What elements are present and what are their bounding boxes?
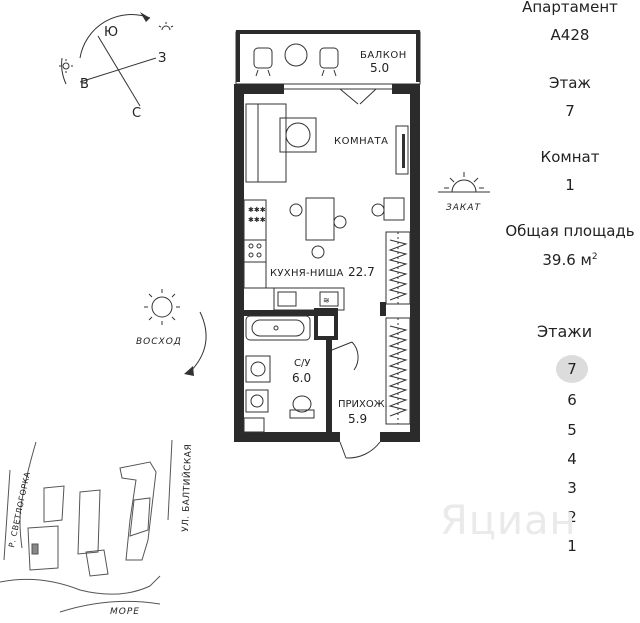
bath-area: 6.0	[292, 371, 311, 385]
tv-unit	[395, 125, 409, 175]
floors-title: Этажи	[537, 322, 593, 341]
wall-bath-right	[326, 338, 332, 432]
balcony-area: 5.0	[370, 61, 389, 75]
sunrise-marker: ВОСХОД	[136, 289, 207, 376]
wall-right	[410, 84, 420, 442]
area-unit-sup: 2	[591, 252, 598, 262]
sunrise-icon	[144, 289, 180, 325]
hall-label: ПРИХОЖ.	[338, 399, 388, 410]
watermark: Яциан	[440, 498, 577, 544]
wardrobe	[385, 231, 411, 425]
desk-icon	[371, 197, 405, 221]
floor-button-5[interactable]: 5	[567, 421, 577, 439]
sunrise-label: ВОСХОД	[136, 337, 182, 347]
wall-bottom-left	[234, 432, 340, 442]
rooms-label: Комнат	[540, 148, 600, 166]
area-label: Общая площадь	[505, 222, 635, 240]
wall-top-left	[234, 84, 284, 94]
wall-bath-top	[244, 310, 336, 316]
kitchen-counter: ✱✱✱ ✱✱✱ ≋	[243, 199, 345, 311]
apartment-value: A428	[550, 26, 590, 44]
floor-plan-drawing: Ю З В С ЗАКАТ	[0, 12, 490, 617]
wall-top-right	[392, 84, 420, 94]
bath-label: С/У	[294, 358, 310, 369]
apartment-plan: БАЛКОН 5.0 КОМНАТА	[234, 30, 421, 459]
compass-west: З	[158, 51, 166, 66]
apartment-label: Апартамент	[522, 0, 618, 16]
wall-bottom-right	[380, 432, 420, 442]
kitchen-label: КУХНЯ-НИША	[270, 268, 344, 279]
balcony-furniture-icon	[253, 43, 339, 77]
area-value: 39.6 м2	[500, 251, 640, 269]
floor-button-6[interactable]: 6	[567, 391, 577, 409]
wall-left	[234, 84, 244, 442]
rooms-value: 1	[565, 176, 575, 194]
map-sea-label: МОРЕ	[110, 607, 140, 617]
compass-north: С	[132, 106, 141, 121]
floor-button-1[interactable]: 1	[567, 537, 577, 555]
room-label: КОМНАТА	[334, 136, 388, 147]
sun-small-icon	[59, 59, 73, 73]
compass-east: В	[80, 77, 89, 92]
location-map	[0, 439, 173, 613]
sunset-label: ЗАКАТ	[446, 203, 481, 213]
floor-button-4[interactable]: 4	[567, 450, 577, 468]
toilet-icon	[289, 395, 315, 419]
sun-half-small-icon	[158, 22, 174, 31]
washer-icon	[245, 389, 269, 413]
sunset-icon	[438, 172, 490, 193]
svg-text:✱✱✱: ✱✱✱	[248, 206, 266, 214]
area-number: 39.6 м	[542, 251, 592, 269]
sofa-icon	[245, 103, 317, 183]
compass: Ю З В С	[59, 12, 174, 121]
kitchen-area: 22.7	[348, 265, 375, 279]
map-street-baltiyskaya: УЛ. БАЛТИЙСКАЯ	[179, 444, 194, 532]
floor-button-3[interactable]: 3	[567, 479, 577, 497]
compass-south: Ю	[104, 25, 118, 40]
floor-button-2[interactable]: 2	[567, 508, 577, 526]
sunset-marker: ЗАКАТ	[438, 172, 490, 213]
floor-value: 7	[565, 102, 575, 120]
svg-text:≋: ≋	[323, 296, 330, 305]
bathtub-icon	[245, 315, 311, 341]
hall-area: 5.9	[348, 412, 367, 426]
balcony-label: БАЛКОН	[360, 50, 407, 61]
floor-label: Этаж	[549, 74, 591, 92]
svg-text:✱✱✱: ✱✱✱	[248, 216, 266, 224]
dining-table-icon	[289, 197, 347, 259]
floor-button-7[interactable]: 7	[556, 355, 588, 383]
sink-icon	[245, 355, 271, 383]
